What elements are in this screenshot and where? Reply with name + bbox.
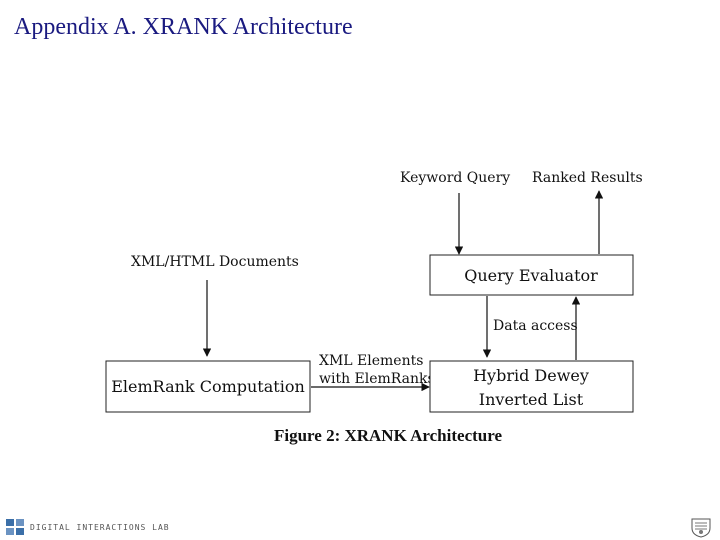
lab-logo: DIGITAL INTERACTIONS LAB bbox=[6, 519, 170, 535]
figure-caption: Figure 2: XRANK Architecture bbox=[274, 426, 502, 445]
elemrank-label: ElemRank Computation bbox=[111, 377, 305, 396]
xml-elements-label: XML Elements bbox=[319, 353, 423, 369]
slide-title: Appendix A. XRANK Architecture bbox=[14, 14, 353, 40]
documents-label: XML/HTML Documents bbox=[131, 254, 299, 270]
lab-name: DIGITAL INTERACTIONS LAB bbox=[30, 522, 170, 532]
with-elemranks-label: with ElemRanks bbox=[319, 371, 435, 387]
data-access-label: Data access bbox=[493, 318, 578, 334]
keyword-query-label: Keyword Query bbox=[400, 170, 510, 186]
query-evaluator-box bbox=[429, 254, 634, 296]
hybrid-dewey-label: Hybrid Dewey bbox=[473, 366, 589, 385]
hybrid-dewey-box bbox=[429, 360, 634, 413]
university-seal-icon bbox=[691, 518, 711, 538]
query-evaluator-label: Query Evaluator bbox=[464, 266, 598, 285]
elemrank-box bbox=[105, 360, 311, 413]
inverted-list-label: Inverted List bbox=[479, 390, 584, 409]
ranked-results-label: Ranked Results bbox=[532, 170, 643, 186]
lab-logo-icon bbox=[6, 519, 24, 535]
